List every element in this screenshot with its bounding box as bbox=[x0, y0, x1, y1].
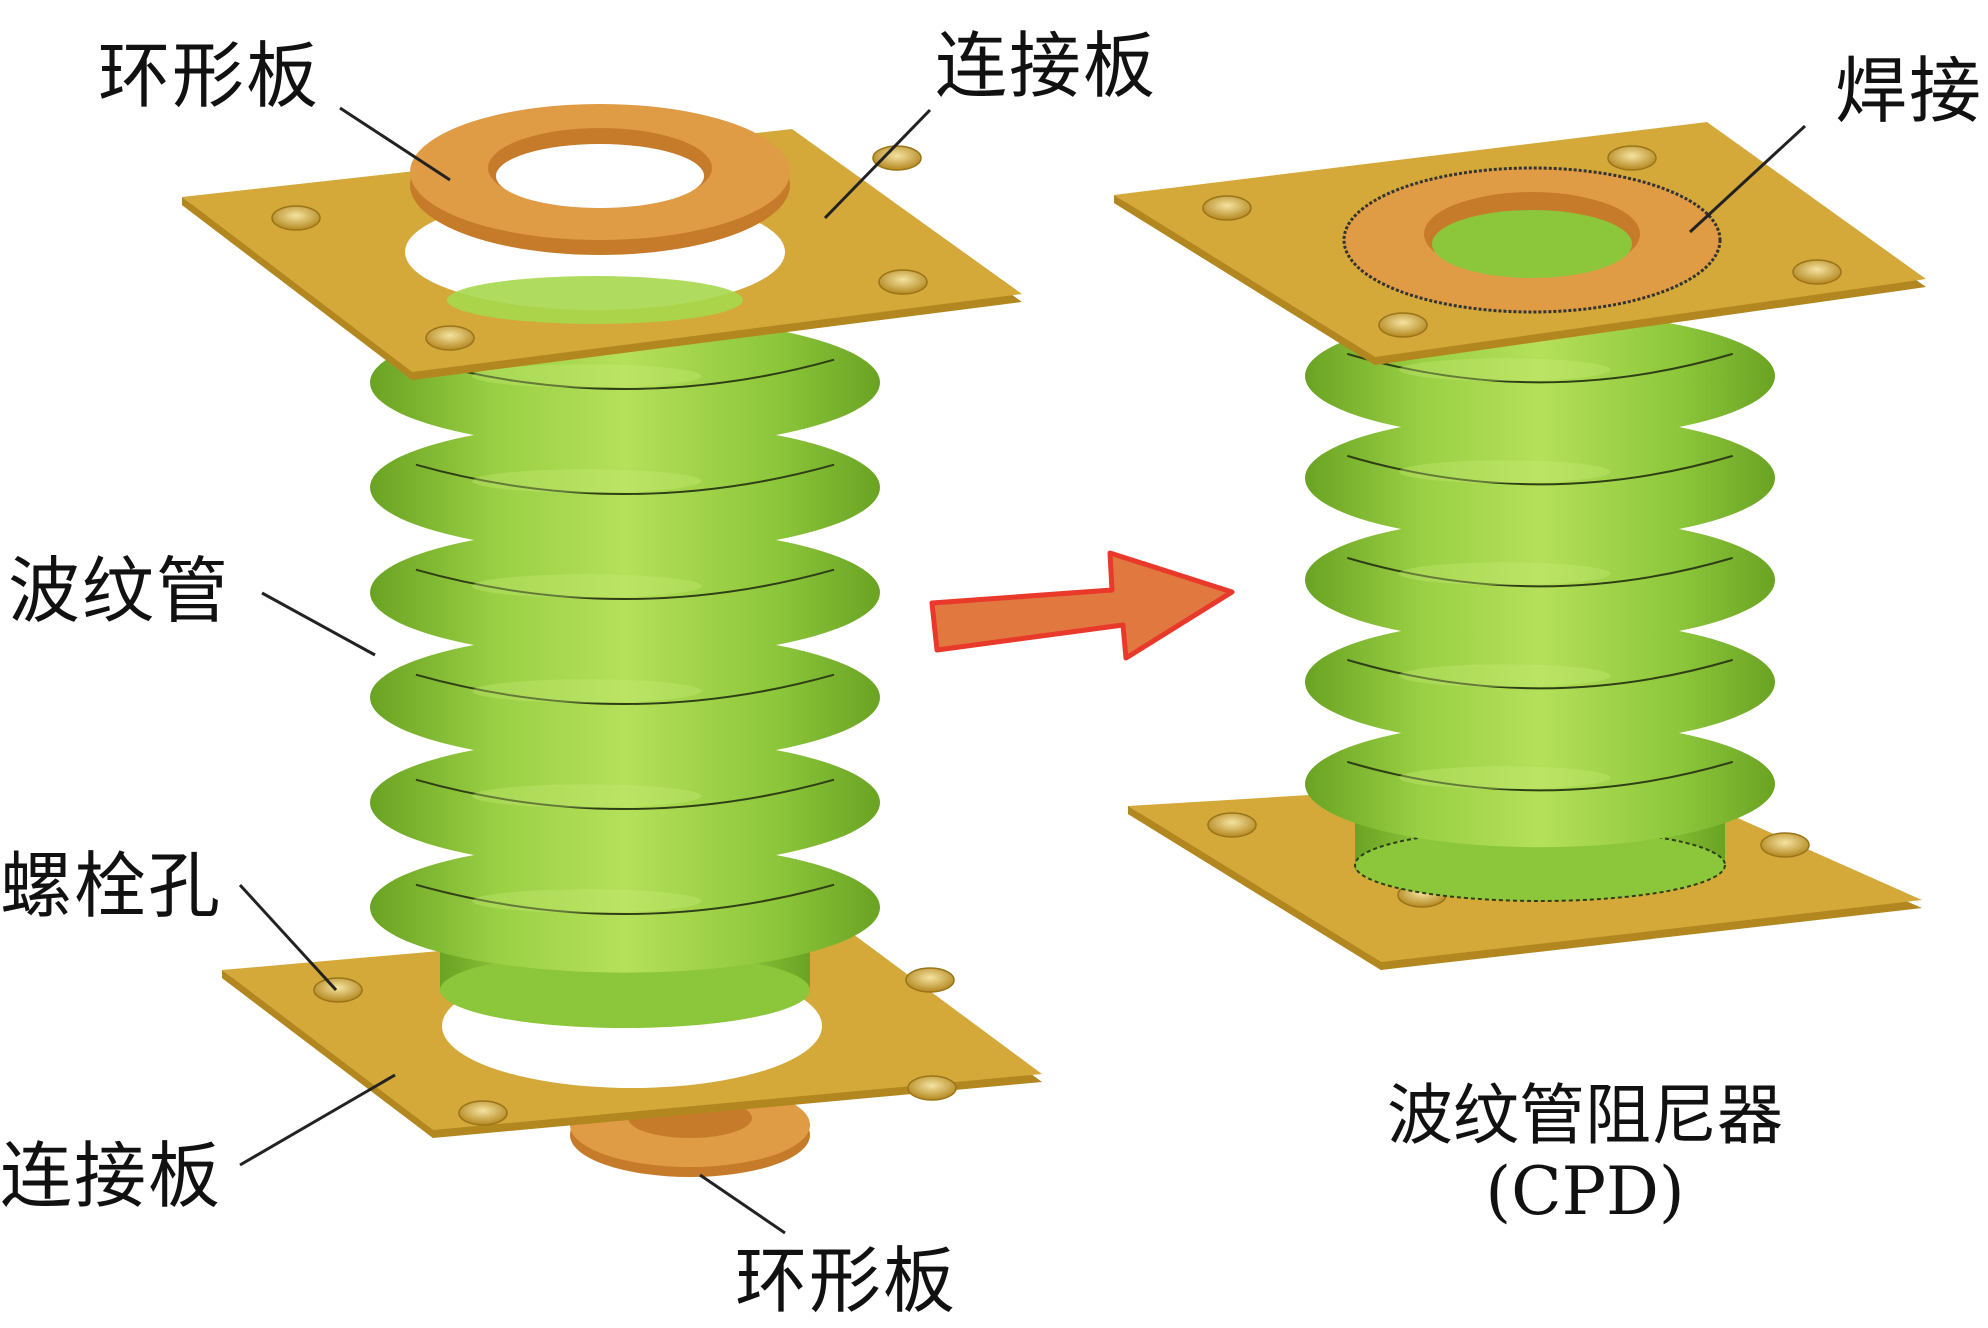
leader-bolt-hole bbox=[238, 883, 338, 992]
assembly-arrow bbox=[929, 550, 1235, 661]
leader-bellows bbox=[261, 591, 376, 657]
bellows-highlight bbox=[472, 574, 702, 598]
bellows-highlight bbox=[472, 679, 702, 703]
left-bellows bbox=[370, 268, 880, 1028]
label-bottom-connecting-plate: 连接板 bbox=[0, 1134, 223, 1218]
leader-bottom-connecting-plate bbox=[239, 1073, 396, 1167]
bellows-seam-line bbox=[415, 358, 835, 390]
bellows-convolution bbox=[370, 737, 880, 868]
bellows-highlight bbox=[1399, 766, 1611, 790]
label-weld: 焊接 bbox=[1835, 49, 1984, 133]
bellows-highlight bbox=[472, 364, 702, 388]
bellows-seam-line bbox=[1347, 454, 1733, 486]
leader-weld bbox=[1688, 124, 1807, 234]
right-welded-ring-plate bbox=[1342, 166, 1722, 314]
bellows-highlight bbox=[472, 784, 702, 808]
caption-title: 波纹管阻尼器 bbox=[1387, 1077, 1783, 1154]
label-bottom-ring-plate: 环形板 bbox=[735, 1239, 958, 1323]
bolt-hole bbox=[313, 967, 957, 1126]
bellows-seam-line bbox=[415, 673, 835, 705]
caption-abbrev: (CPD) bbox=[1485, 1152, 1685, 1230]
bellows-seam-line bbox=[415, 883, 835, 915]
bellows-seam-line bbox=[1347, 760, 1733, 792]
bellows-convolution bbox=[1305, 414, 1775, 542]
bellows-highlight bbox=[1399, 358, 1611, 382]
bellows-seam-line bbox=[415, 463, 835, 495]
bellows-seam-line bbox=[1347, 658, 1733, 690]
bellows-convolution bbox=[1305, 720, 1775, 848]
right-bellows bbox=[1305, 312, 1775, 902]
leader-bottom-ring-plate bbox=[699, 1173, 786, 1235]
leader-top-connecting-plate bbox=[823, 108, 932, 220]
bellows-convolution bbox=[370, 842, 880, 973]
bellows-seam-line bbox=[1347, 352, 1733, 384]
bellows-convolution bbox=[370, 527, 880, 658]
left-top-ring-plate bbox=[410, 104, 790, 255]
label-top-connecting-plate: 连接板 bbox=[935, 24, 1158, 108]
caption-cpd: 波纹管阻尼器 (CPD) bbox=[1330, 1078, 1840, 1230]
bellows-seam-line bbox=[415, 778, 835, 810]
bellows-highlight bbox=[1399, 664, 1611, 688]
bellows-convolution bbox=[1305, 618, 1775, 746]
leader-top-ring-plate bbox=[339, 106, 451, 182]
bellows-seam-line bbox=[415, 568, 835, 600]
bellows-convolution bbox=[370, 632, 880, 763]
label-bolt-hole: 螺栓孔 bbox=[0, 844, 223, 928]
leader-lines bbox=[238, 106, 1807, 1235]
bellows-highlight bbox=[1399, 562, 1611, 586]
label-top-ring-plate: 环形板 bbox=[98, 34, 321, 118]
bellows-highlight bbox=[472, 469, 702, 493]
bellows-highlight bbox=[472, 889, 702, 913]
bellows-convolution bbox=[1305, 516, 1775, 644]
bellows-highlight bbox=[1399, 460, 1611, 484]
bolt-hole bbox=[1202, 145, 1842, 338]
bellows-convolution bbox=[370, 422, 880, 553]
bellows-seam-line bbox=[1347, 556, 1733, 588]
label-bellows: 波纹管 bbox=[8, 549, 231, 633]
